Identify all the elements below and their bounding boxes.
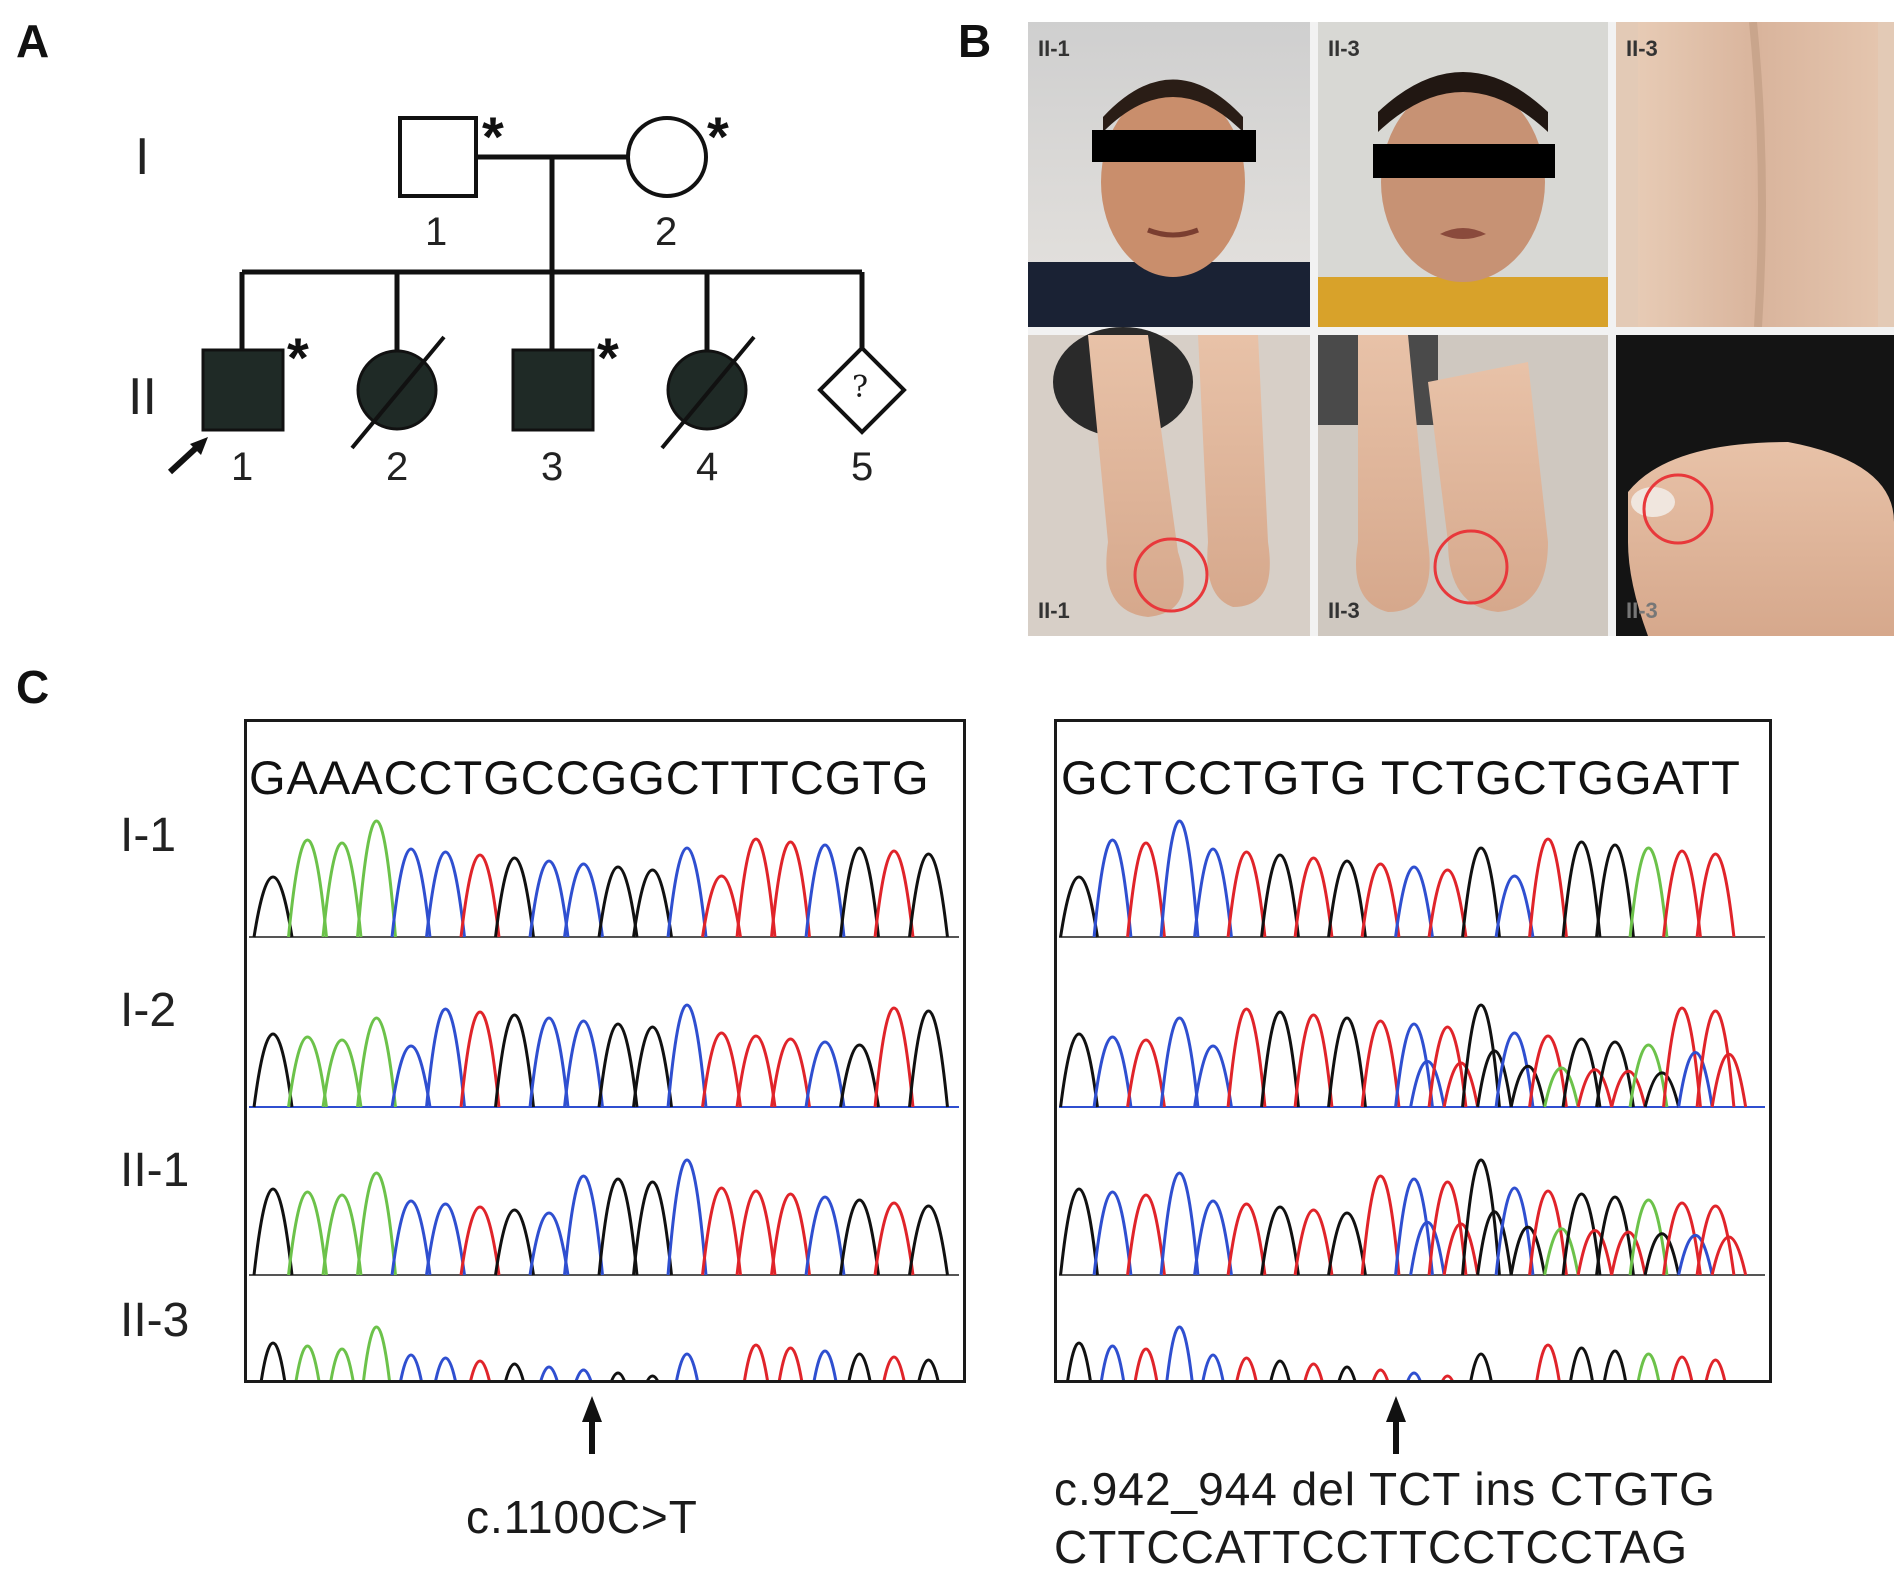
- chromatogram-right: GCTCCTGTG TCTGCTGGATT: [1054, 719, 1772, 1383]
- toe-circle-ii3-closeup: [1642, 473, 1714, 545]
- right-mutation-line1: c.942_944 del TCT ins CTGTG: [1054, 1463, 1716, 1515]
- right-sequence: GCTCCTGTG TCTGCTGGATT: [1061, 751, 1741, 804]
- generation-label-i: I: [135, 128, 150, 186]
- toe-circle-ii1: [1133, 537, 1209, 613]
- trace-label-ii1: II-1: [120, 1144, 190, 1197]
- photo-ii3-back: [1616, 22, 1894, 328]
- pedigree-ii5-unknown-sex: [817, 345, 907, 435]
- pedigree-number-ii1: 1: [231, 445, 254, 489]
- photo-ii3-feet: [1318, 335, 1608, 636]
- pedigree-number-i2: 2: [655, 210, 678, 254]
- pedigree-number-ii5: 5: [851, 445, 874, 489]
- photo-ii1-feet: [1028, 327, 1310, 636]
- chromatogram-left: GAAACCTGCCGGCTTTCGTG: [244, 719, 966, 1383]
- photo-ii3-face: [1318, 22, 1608, 327]
- left-mutation-label: c.1100C>T: [466, 1491, 698, 1543]
- unknown-symbol-text: ?: [852, 370, 869, 405]
- clinical-photo-grid: II-1 II-3 II-3 II-1 II-3 II-3: [1028, 22, 1894, 636]
- pedigree-i2-female: [626, 116, 708, 198]
- proband-arrow-icon: [190, 437, 208, 455]
- left-sequence: GAAACCTGCCGGCTTTCGTG: [249, 751, 930, 804]
- arrow-up-icon: [1386, 1396, 1406, 1422]
- pedigree-number-i1: 1: [425, 210, 448, 254]
- photo-ii1-face: [1028, 22, 1310, 327]
- carrier-star-i2: *: [707, 105, 729, 168]
- panel-b-letter: B: [958, 15, 992, 67]
- pedigree-number-ii3: 3: [541, 445, 564, 489]
- trace-label-ii3: II-3: [120, 1294, 190, 1347]
- pedigree-number-ii2: 2: [386, 445, 409, 489]
- pedigree-ii1-affected-male: [201, 348, 285, 432]
- trace-label-i1: I-1: [120, 809, 177, 862]
- panel-c-letter: C: [16, 661, 50, 713]
- photo-tag-2: II-3: [1328, 36, 1360, 61]
- carrier-star-ii3: *: [597, 326, 619, 389]
- photo-tag-5: II-3: [1328, 598, 1360, 623]
- pedigree-chart: [167, 116, 907, 475]
- pedigree-number-ii4: 4: [696, 445, 719, 489]
- photo-tag-4: II-1: [1038, 598, 1070, 623]
- pedigree-i1-male: [398, 116, 478, 198]
- pedigree-ii3-affected-male: [511, 348, 595, 432]
- arrow-up-icon: [582, 1396, 602, 1422]
- photo-ii3-foot-closeup: [1616, 335, 1894, 636]
- panel-a-letter: A: [16, 15, 50, 67]
- photo-tag-6: II-3: [1626, 598, 1658, 623]
- trace-label-i2: I-2: [120, 984, 177, 1037]
- photo-tag-1: II-1: [1038, 36, 1070, 61]
- photo-tag-3: II-3: [1626, 36, 1658, 61]
- right-mutation-line2: CTTCCATTCCTTCCTCCTAG: [1054, 1521, 1689, 1573]
- carrier-star-i1: *: [482, 105, 504, 168]
- toe-circle-ii3: [1433, 529, 1509, 605]
- generation-label-ii: II: [128, 368, 157, 426]
- carrier-star-ii1: *: [287, 326, 309, 389]
